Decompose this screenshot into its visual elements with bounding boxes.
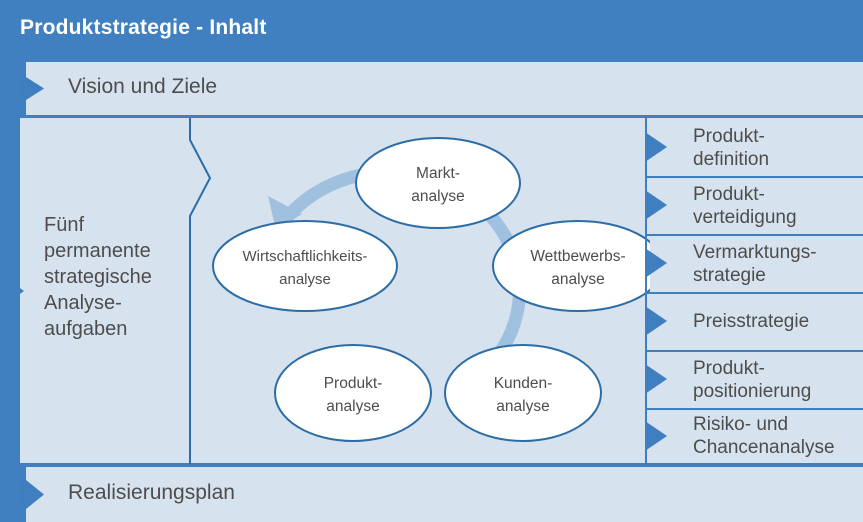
chevron-right-icon xyxy=(645,306,667,336)
right-list: Produkt- definition Produkt- verteidigun… xyxy=(645,118,863,464)
cycle-node-label: analyse xyxy=(279,271,331,288)
cycle-node-label: analyse xyxy=(551,271,604,288)
page-title: Produktstrategie - Inhalt xyxy=(20,16,267,39)
cycle-node-label: analyse xyxy=(326,398,379,415)
cycle-node-label: Wirtschaftlichkeits- xyxy=(242,248,367,265)
cycle-node-wirtschaftlichkeitsanalyse[interactable]: Wirtschaftlichkeits- analyse xyxy=(212,220,398,312)
cycle-node-label: analyse xyxy=(411,188,464,205)
section-label-vision: Vision und Ziele xyxy=(68,75,218,98)
list-item-separator xyxy=(645,292,863,294)
middle-region: Fünf permanente strategische Analyse- au… xyxy=(0,116,863,465)
list-item-separator xyxy=(645,234,863,236)
left-panel-line: permanente xyxy=(44,240,151,262)
chevron-right-icon xyxy=(645,248,667,278)
list-item[interactable]: Produkt- positionierung xyxy=(645,350,863,408)
divider-chevron-outline-icon xyxy=(189,118,212,464)
section-vision-und-ziele[interactable]: Vision und Ziele xyxy=(20,62,863,115)
list-item-line: Produkt- xyxy=(693,184,765,205)
list-item-label: Produkt- definition xyxy=(693,125,861,171)
section-realisierungsplan[interactable]: Realisierungsplan xyxy=(20,467,863,522)
list-item[interactable]: Produkt- verteidigung xyxy=(645,176,863,234)
list-item-line: Produkt- xyxy=(693,358,765,379)
chevron-right-icon xyxy=(0,118,24,464)
section-label-realisierungsplan: Realisierungsplan xyxy=(68,481,235,504)
list-item[interactable]: Vermarktungs- strategie xyxy=(645,234,863,292)
list-item-separator xyxy=(645,408,863,410)
left-panel-line: strategische xyxy=(44,266,152,288)
chevron-right-icon xyxy=(645,364,667,394)
left-panel-line: aufgaben xyxy=(44,318,128,340)
left-panel-line: Analyse- xyxy=(44,292,122,314)
cycle-node-label: analyse xyxy=(496,398,549,415)
cycle-node-kundenanalyse[interactable]: Kunden- analyse xyxy=(444,344,602,442)
list-item-line: Vermarktungs- xyxy=(693,242,817,263)
left-panel-line: Fünf xyxy=(44,214,85,236)
cycle-node-label: Wettbewerbs- xyxy=(530,248,625,265)
list-item-line: Produkt- xyxy=(693,126,765,147)
list-item-line: definition xyxy=(693,149,770,170)
list-item-line: Preisstrategie xyxy=(693,311,810,332)
chevron-right-icon xyxy=(645,421,667,451)
list-item-label: Risiko- und Chancenanalyse xyxy=(693,413,861,459)
title-bar: Produktstrategie - Inhalt xyxy=(0,0,863,62)
cycle-node-label: Markt- xyxy=(416,165,460,182)
list-item[interactable]: Preisstrategie xyxy=(645,292,863,350)
cycle-diagram: Markt- analyse Wettbewerbs- analyse Kund… xyxy=(212,137,650,442)
list-item-separator xyxy=(645,350,863,352)
list-item-line: strategie xyxy=(693,265,766,286)
separator-bottom xyxy=(20,463,863,465)
list-item-line: Chancenanalyse xyxy=(693,437,835,458)
chevron-right-icon xyxy=(645,132,667,162)
cycle-node-markt[interactable]: Markt- analyse xyxy=(355,137,521,229)
divider-right-list xyxy=(645,118,647,464)
list-item-label: Vermarktungs- strategie xyxy=(693,241,861,287)
list-item-label: Preisstrategie xyxy=(693,310,861,333)
cycle-node-label: Produkt- xyxy=(324,375,383,392)
chevron-right-icon xyxy=(20,467,44,522)
list-item[interactable]: Risiko- und Chancenanalyse xyxy=(645,408,863,464)
list-item-line: positionierung xyxy=(693,381,812,402)
list-item-line: Risiko- und xyxy=(693,414,789,435)
list-item[interactable]: Produkt- definition xyxy=(645,118,863,176)
cycle-node-produktanalyse[interactable]: Produkt- analyse xyxy=(274,344,432,442)
separator-top xyxy=(20,116,863,118)
list-item-line: verteidigung xyxy=(693,207,797,228)
chevron-right-icon xyxy=(645,190,667,220)
cycle-node-label: Kunden- xyxy=(494,375,553,392)
chevron-right-icon xyxy=(20,62,44,115)
cycle-node-wettbewerbsanalyse[interactable]: Wettbewerbs- analyse xyxy=(492,220,650,312)
list-item-label: Produkt- verteidigung xyxy=(693,183,861,229)
left-panel-label: Fünf permanente strategische Analyse- au… xyxy=(44,212,194,342)
list-item-separator xyxy=(645,176,863,178)
list-item-label: Produkt- positionierung xyxy=(693,357,861,403)
